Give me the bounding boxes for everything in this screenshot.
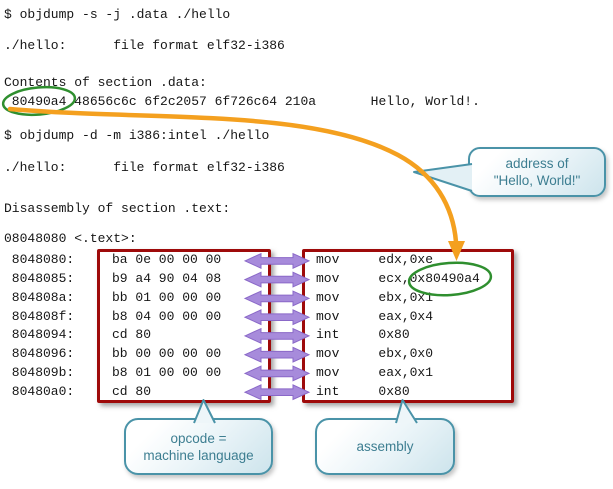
instruction-address: 80480a0:: [4, 383, 75, 399]
opcode-highlight-box: [97, 249, 271, 403]
instruction-assembly: mov ebx,0x1: [316, 289, 434, 305]
callout-tail-left: [413, 163, 473, 192]
disassembly-listing: 8048080: ba 0e 00 00 00 mov edx,0xe 8048…: [0, 251, 613, 401]
instruction-address: 804808f:: [4, 308, 75, 324]
terminal-command-objdump-data: $ objdump -s -j .data ./hello: [4, 7, 231, 22]
instruction-address: 8048080:: [4, 252, 75, 268]
callout-address-of-hello-world: address of "Hello, World!": [468, 147, 606, 197]
instruction-assembly: int 0x80: [316, 327, 410, 343]
instruction-opcode: ba 0e 00 00 00: [112, 252, 222, 268]
terminal-text-symbol-line: 08048080 <.text>:: [4, 231, 137, 246]
instruction-opcode: bb 00 00 00 00: [112, 346, 222, 362]
callout-text-line: machine language: [143, 447, 254, 463]
instruction-assembly: mov ecx,0x80490a4: [316, 271, 480, 287]
instruction-assembly: mov edx,0xe: [316, 252, 434, 268]
callout-opcode-machine-language: opcode = machine language: [124, 418, 273, 475]
instruction-opcode: b8 04 00 00 00: [112, 308, 222, 324]
disassembly-row: 804809b: b8 01 00 00 00 mov eax,0x1: [0, 364, 613, 383]
terminal-data-hex-line: 80490a4 48656c6c 6f2c2057 6f726c64 210a …: [4, 94, 480, 109]
disassembly-row: 8048096: bb 00 00 00 00 mov ebx,0x0: [0, 345, 613, 364]
terminal-command-objdump-disasm: $ objdump -d -m i386:intel ./hello: [4, 128, 270, 143]
disassembly-row: 8048080: ba 0e 00 00 00 mov edx,0xe: [0, 251, 613, 270]
instruction-assembly: mov ebx,0x0: [316, 346, 434, 362]
instruction-opcode: b9 a4 90 04 08: [112, 271, 222, 287]
instruction-opcode: b8 01 00 00 00: [112, 364, 222, 380]
instruction-opcode: cd 80: [112, 383, 152, 399]
terminal-file-format-line: ./hello: file format elf32-i386: [4, 160, 285, 175]
callout-text-line: address of: [505, 156, 569, 171]
instruction-assembly: int 0x80: [316, 383, 410, 399]
terminal-file-format-line: ./hello: file format elf32-i386: [4, 38, 285, 53]
callout-assembly: assembly: [315, 418, 455, 475]
instruction-assembly: mov eax,0x1: [316, 364, 434, 380]
instruction-opcode: bb 01 00 00 00: [112, 289, 222, 305]
callout-text-line: opcode =: [170, 430, 227, 446]
instruction-address: 8048096:: [4, 346, 75, 362]
disassembly-row: 8048085: b9 a4 90 04 08 mov ecx,0x80490a…: [0, 270, 613, 289]
instruction-address: 804808a:: [4, 289, 75, 305]
instruction-address: 804809b:: [4, 364, 75, 380]
disassembly-row: 804808f: b8 04 00 00 00 mov eax,0x4: [0, 307, 613, 326]
callout-text-line: assembly: [356, 439, 414, 454]
callout-text-line: "Hello, World!": [493, 173, 581, 188]
disassembly-row: 804808a: bb 01 00 00 00 mov ebx,0x1: [0, 289, 613, 308]
instruction-address: 8048085:: [4, 271, 75, 287]
instruction-opcode: cd 80: [112, 327, 152, 343]
terminal-disassembly-header: Disassembly of section .text:: [4, 201, 231, 216]
instruction-address: 8048094:: [4, 327, 75, 343]
terminal-data-section-header: Contents of section .data:: [4, 75, 207, 90]
disassembly-row: 8048094: cd 80 int 0x80: [0, 326, 613, 345]
instruction-assembly: mov eax,0x4: [316, 308, 434, 324]
disassembly-row: 80480a0: cd 80 int 0x80: [0, 382, 613, 401]
